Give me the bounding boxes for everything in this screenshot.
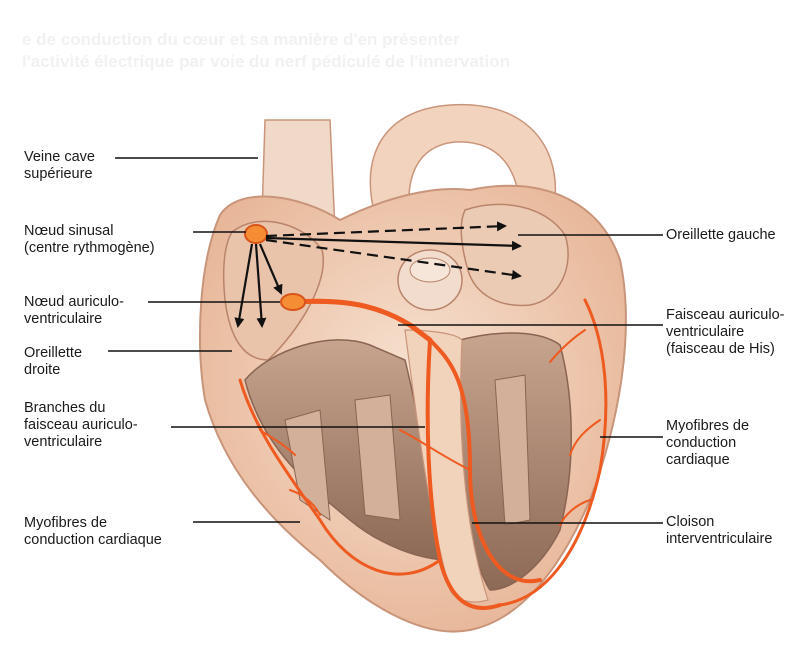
label-myofibres-left: Myofibres de conduction cardiaque	[24, 515, 162, 549]
label-myofibres-right: Myofibres de conduction cardiaque	[666, 418, 749, 469]
label-noeud-av-line-2: ventriculaire	[24, 311, 124, 328]
label-oreillette-gauche: Oreillette gauche	[666, 227, 776, 244]
label-cloison: Cloison interventriculaire	[666, 514, 772, 548]
label-veine-cave-line-1: Veine cave	[24, 149, 95, 166]
label-myofibres-right-line-2: conduction	[666, 435, 749, 452]
label-faisceau-his-line-1: Faisceau auriculo-	[666, 307, 784, 324]
label-myofibres-left-line-1: Myofibres de	[24, 515, 162, 532]
label-noeud-av: Nœud auriculo- ventriculaire	[24, 294, 124, 328]
label-faisceau-his-line-3: (faisceau de His)	[666, 341, 784, 358]
label-noeud-sinusal: Nœud sinusal (centre rythmogène)	[24, 223, 155, 257]
label-faisceau-his: Faisceau auriculo- ventriculaire (faisce…	[666, 307, 784, 358]
label-branches: Branches du faisceau auriculo- ventricul…	[24, 400, 138, 451]
label-myofibres-right-line-1: Myofibres de	[666, 418, 749, 435]
label-faisceau-his-line-2: ventriculaire	[666, 324, 784, 341]
av-node	[281, 294, 305, 310]
label-oreillette-droite-line-2: droite	[24, 362, 82, 379]
label-noeud-sinusal-line-2: (centre rythmogène)	[24, 240, 155, 257]
label-myofibres-left-line-2: conduction cardiaque	[24, 532, 162, 549]
label-branches-line-1: Branches du	[24, 400, 138, 417]
label-branches-line-2: faisceau auriculo-	[24, 417, 138, 434]
label-noeud-av-line-1: Nœud auriculo-	[24, 294, 124, 311]
sinus-node	[245, 225, 267, 243]
label-noeud-sinusal-line-1: Nœud sinusal	[24, 223, 155, 240]
label-branches-line-3: ventriculaire	[24, 434, 138, 451]
label-veine-cave: Veine cave supérieure	[24, 149, 95, 183]
label-myofibres-right-line-3: cardiaque	[666, 452, 749, 469]
label-oreillette-gauche-line-1: Oreillette gauche	[666, 227, 776, 244]
label-oreillette-droite: Oreillette droite	[24, 345, 82, 379]
label-cloison-line-1: Cloison	[666, 514, 772, 531]
label-cloison-line-2: interventriculaire	[666, 531, 772, 548]
label-veine-cave-line-2: supérieure	[24, 166, 95, 183]
label-oreillette-droite-line-1: Oreillette	[24, 345, 82, 362]
